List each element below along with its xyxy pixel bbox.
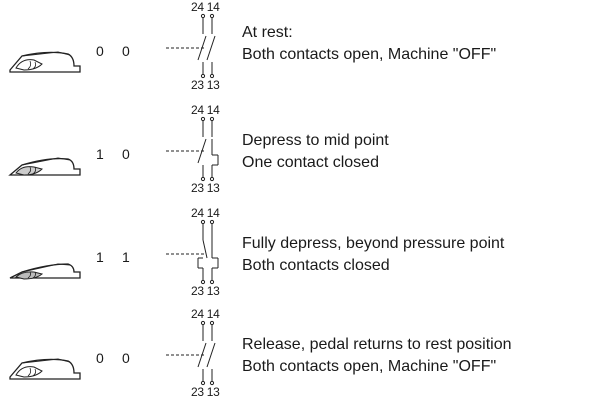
foot-pedal-mid-icon — [8, 157, 81, 176]
row-at-rest: 0 0 24 14 23 13 At rest: Both contacts o… — [0, 0, 591, 92]
state-b: 0 — [122, 146, 130, 162]
contact-symbol — [166, 219, 219, 285]
contact-symbol — [166, 116, 219, 182]
state-a: 0 — [96, 43, 104, 59]
terminal-labels-top: 24 14 — [191, 307, 220, 321]
terminal-labels-top: 24 14 — [191, 206, 220, 220]
terminal-labels-top: 24 14 — [191, 103, 220, 117]
state-a: 0 — [96, 350, 104, 366]
description: Fully depress, beyond pressure point Bot… — [242, 233, 504, 277]
state-b: 0 — [122, 350, 130, 366]
description-line-1: Fully depress, beyond pressure point — [242, 235, 505, 252]
terminal-labels-bottom: 23 13 — [191, 78, 220, 92]
description-line-2: Both contacts open, Machine "OFF" — [242, 358, 497, 375]
description-line-1: Depress to mid point — [242, 132, 389, 149]
state-a: 1 — [96, 249, 104, 265]
description-line-2: One contact closed — [242, 154, 379, 171]
foot-pedal-rest-icon — [9, 51, 81, 73]
contact-symbol — [166, 13, 216, 79]
terminal-labels-bottom: 23 13 — [191, 385, 220, 399]
terminal-labels-bottom: 23 13 — [191, 181, 220, 195]
foot-pedal-full-icon — [9, 263, 81, 280]
description-line-2: Both contacts closed — [242, 257, 390, 274]
contact-symbol — [166, 320, 216, 386]
row-mid-point: 1 0 24 14 23 13 Depress to mid point One… — [0, 103, 591, 195]
description: Depress to mid point One contact closed — [242, 130, 389, 174]
row-release: 0 0 24 14 23 13 Release, pedal returns t… — [0, 307, 591, 399]
description-line-1: At rest: — [242, 24, 293, 41]
foot-pedal-release-icon — [9, 358, 81, 380]
terminal-labels-bottom: 23 13 — [191, 284, 220, 298]
description: Release, pedal returns to rest position … — [242, 334, 511, 378]
description: At rest: Both contacts open, Machine "OF… — [242, 22, 496, 66]
state-b: 1 — [122, 249, 130, 265]
description-line-1: Release, pedal returns to rest position — [242, 336, 512, 353]
state-a: 1 — [96, 146, 104, 162]
description-line-2: Both contacts open, Machine "OFF" — [242, 46, 497, 63]
row-fully-depressed: 1 1 24 14 23 13 Fully depress, beyond pr… — [0, 206, 591, 298]
state-b: 0 — [122, 43, 130, 59]
terminal-labels-top: 24 14 — [191, 0, 220, 14]
